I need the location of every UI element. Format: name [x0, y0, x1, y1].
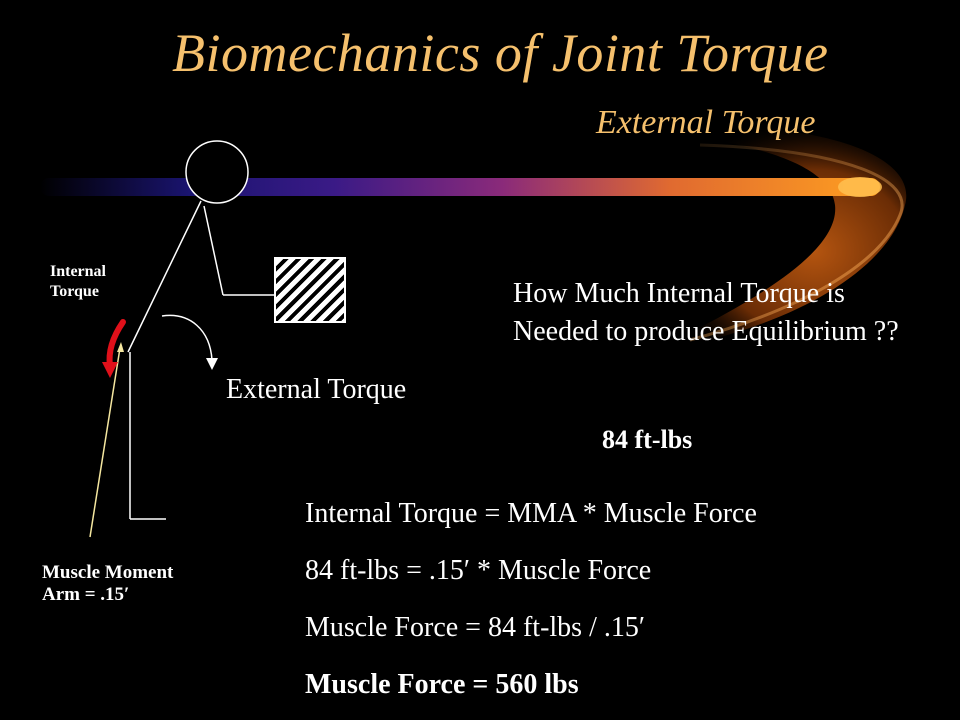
- decorative-bar-glow: [838, 177, 882, 197]
- decorative-swoosh-edge: [689, 143, 904, 342]
- external-torque-label: External Torque: [226, 374, 407, 405]
- equation-line: 84 ft-lbs = .15′ * Muscle Force: [305, 555, 652, 586]
- internal-torque-label: Internal Torque: [50, 262, 106, 302]
- slide-subtitle: External Torque: [596, 104, 816, 141]
- moment-arm-label-line1: Muscle Moment: [42, 562, 174, 583]
- moment-arm-label-line2: Arm = .15′: [42, 584, 130, 605]
- decorative-gradient-bar: [40, 178, 880, 196]
- muscle-force-arrowhead: [117, 342, 124, 352]
- weight-block: [274, 257, 346, 323]
- answer-text: 84 ft-lbs: [602, 425, 693, 454]
- head-circle: [185, 140, 249, 204]
- equation-line: Internal Torque = MMA * Muscle Force: [305, 498, 757, 529]
- external-torque-arrowhead: [206, 358, 218, 370]
- equation-list: Internal Torque = MMA * Muscle Force 84 …: [305, 496, 757, 720]
- equation-result: Muscle Force = 560 lbs: [305, 669, 579, 700]
- question-text: How Much Internal Torque is Needed to pr…: [513, 278, 899, 347]
- internal-torque-arrowhead: [102, 362, 118, 378]
- equation-line: Muscle Force = 84 ft-lbs / .15′: [305, 612, 645, 643]
- slide-title: Biomechanics of Joint Torque: [172, 23, 829, 83]
- internal-torque-label-line2: Torque: [50, 283, 99, 300]
- muscle-force-line: [89, 347, 121, 538]
- moment-arm-label: Muscle Moment Arm = .15′: [42, 562, 173, 606]
- external-torque-arc: [161, 314, 213, 361]
- upper-arm-line: [203, 205, 224, 296]
- internal-torque-label-line1: Internal: [50, 263, 106, 280]
- trunk-line: [127, 200, 202, 353]
